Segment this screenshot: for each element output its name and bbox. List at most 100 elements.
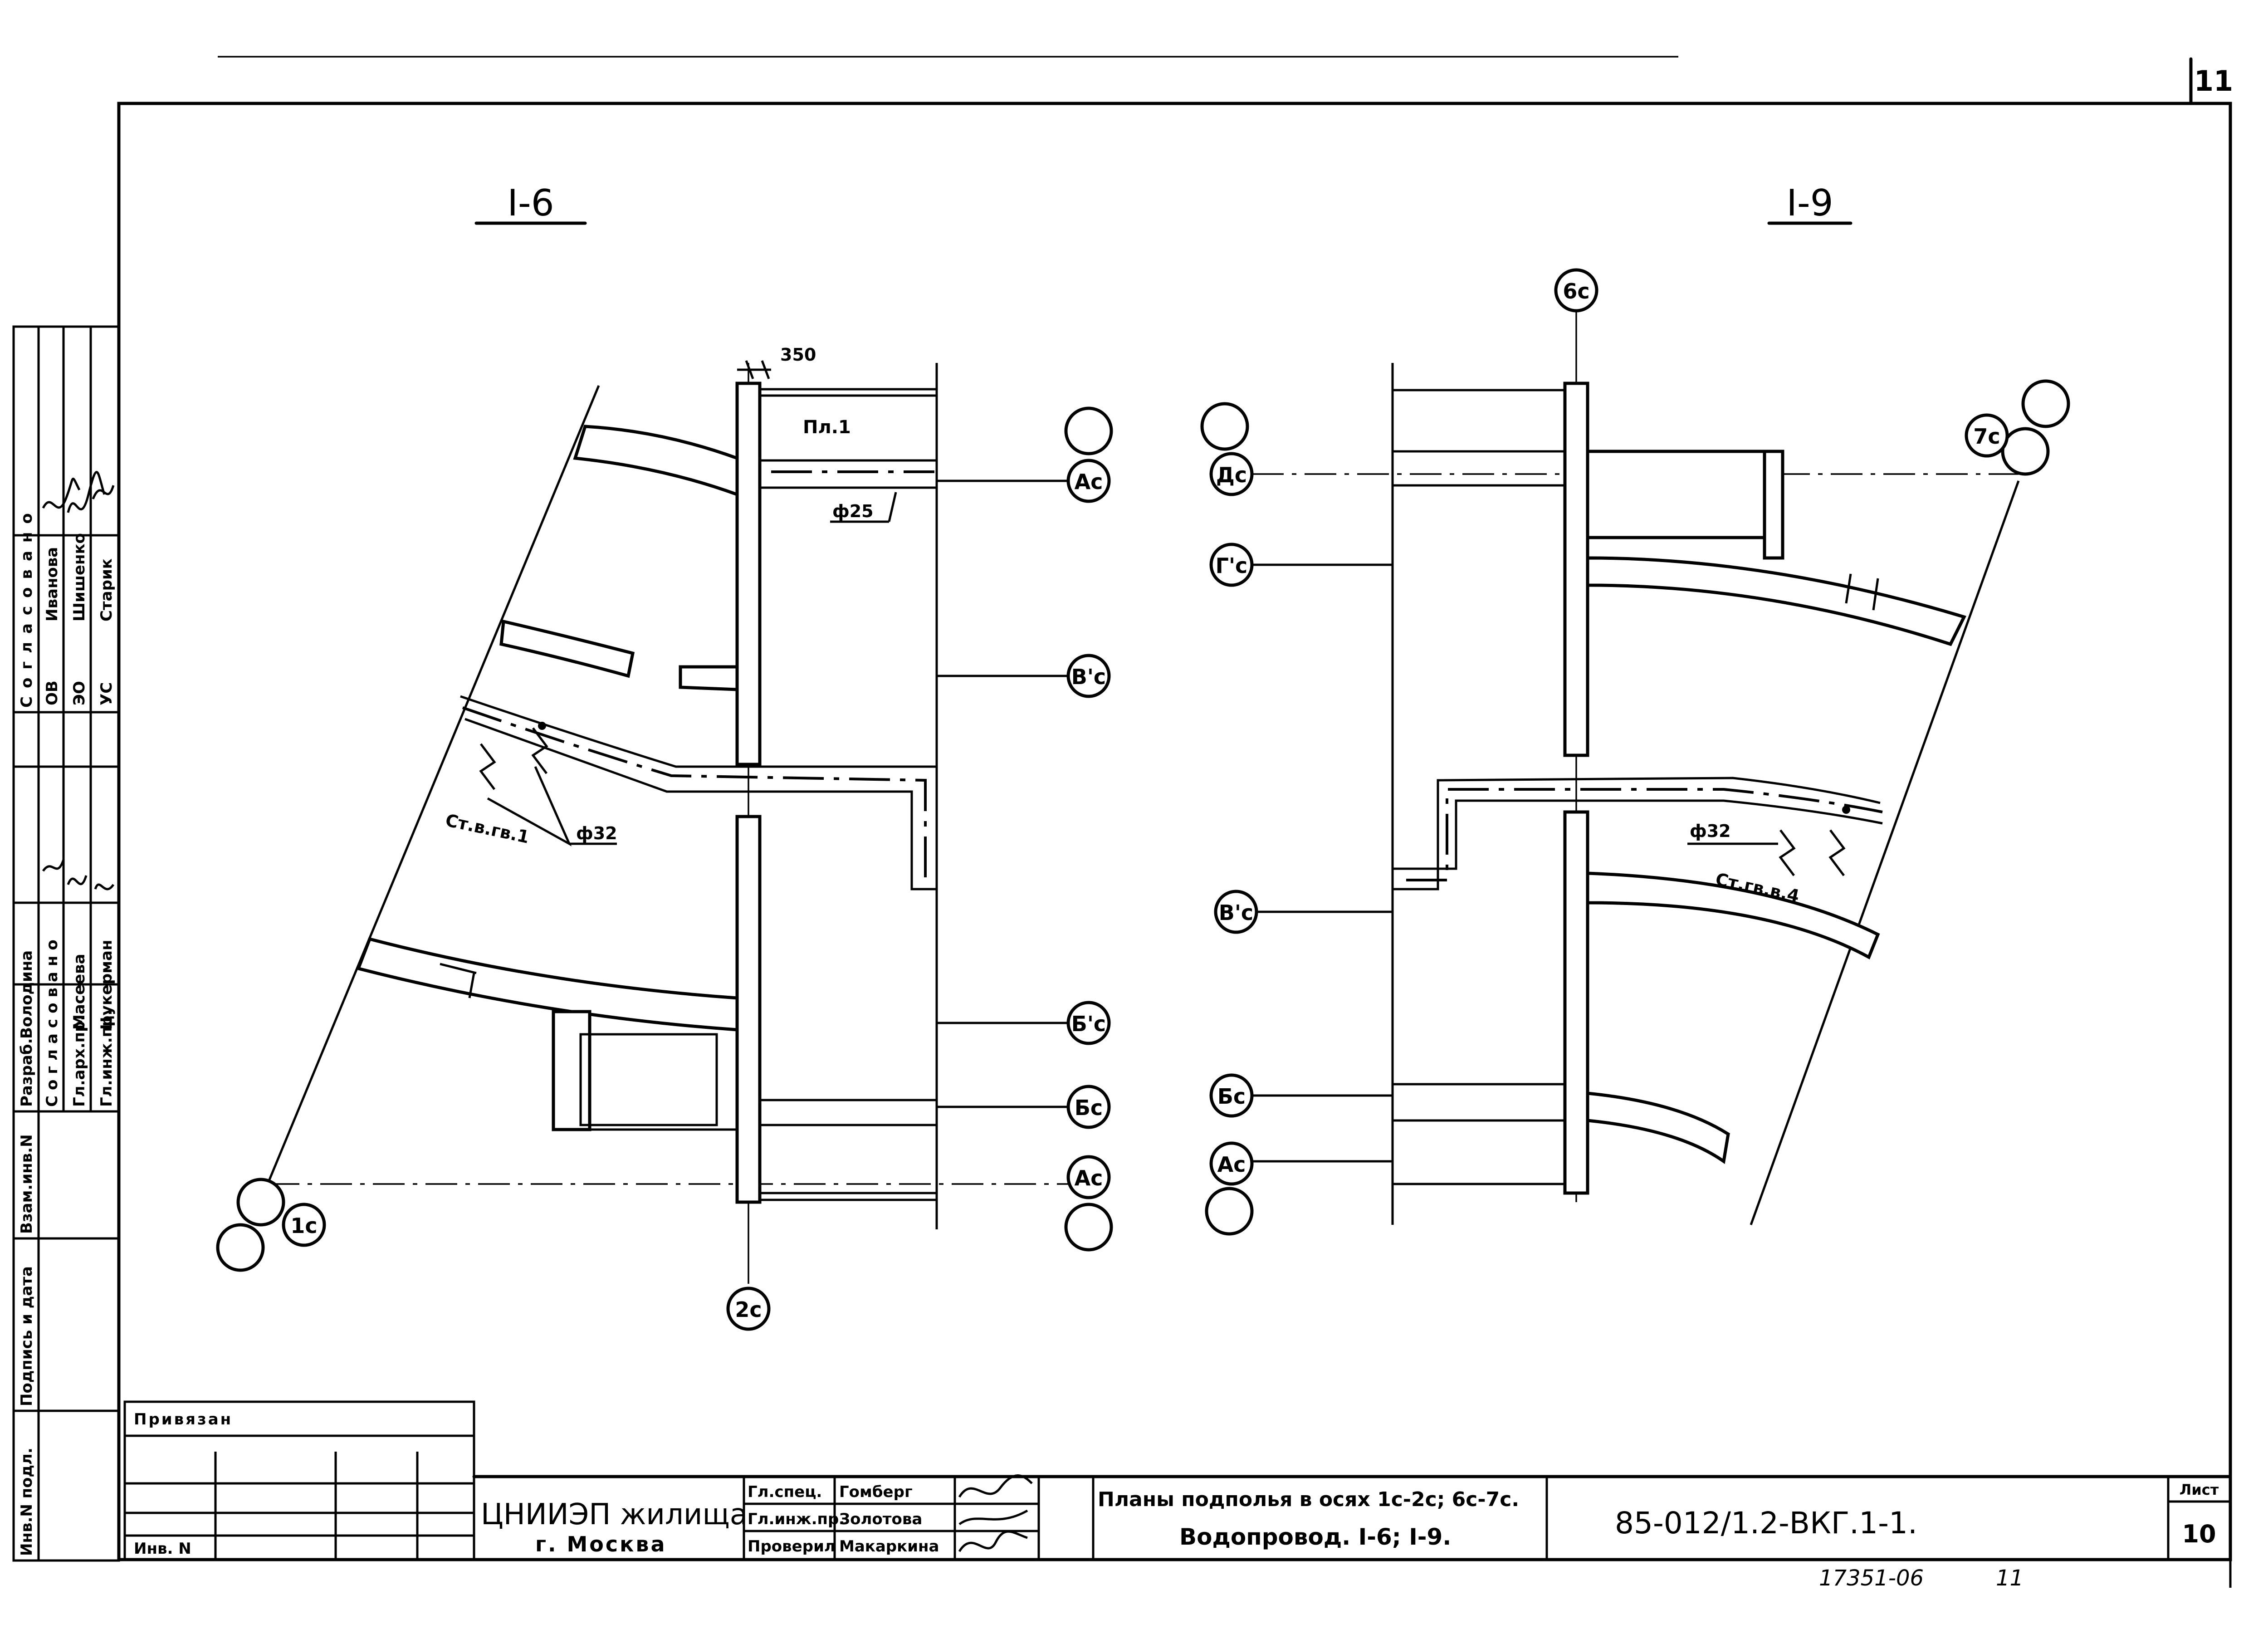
plan-i-6-title: I-6 — [507, 182, 554, 224]
role-gl-inzh: Гл.инж.пр. — [748, 1510, 845, 1528]
room-top-right — [1586, 450, 1766, 539]
curved-wall-top — [573, 425, 739, 497]
axis-bubble-Ac-bottom-left — [1066, 1155, 1111, 1199]
axis-label-Bprime-left: Б'с — [1071, 1012, 1106, 1036]
axis-bubble-7c — [1965, 413, 2009, 458]
stamp-name-tsukerman: Цукерман — [98, 940, 116, 1030]
podpis-data-label: Подпись и дата — [18, 1266, 36, 1406]
axis-label-Bc-right: Бс — [1217, 1084, 1246, 1109]
axis-label-Vc-left: В'с — [1071, 665, 1106, 689]
org-city: г. Москва — [535, 1532, 667, 1556]
razrab-name: Володина — [18, 950, 36, 1039]
partition-stub-1 — [499, 619, 635, 678]
pipe-diameter-d25: ф25 — [832, 501, 874, 521]
name-zolotova: Золотова — [839, 1510, 922, 1528]
axis-label-7c: 7с — [1973, 424, 2000, 449]
privyazan-block: Привязан Инв. N — [123, 1400, 475, 1561]
axis-bubble-Bc-right — [1209, 1073, 1254, 1118]
pipe-route-left-2 — [464, 718, 937, 890]
stamp-name-maseeva: Масеева — [70, 954, 88, 1030]
axis-label-Ac-top-left: Ас — [1075, 470, 1103, 494]
room-bottom — [579, 1033, 718, 1126]
curved-wall-top-right — [1586, 556, 1966, 646]
riser-circle-1c-a — [236, 1178, 285, 1227]
soglasovano-top-label: Согласовано — [18, 505, 36, 708]
room-top-right-side — [1763, 450, 1784, 560]
axis-bubble-Bprime-left — [1066, 1001, 1111, 1045]
axis-label-Ac-right: Ас — [1217, 1152, 1246, 1177]
stamp-code-us: УС — [98, 682, 116, 705]
axis-bubble-Bc-left — [1066, 1085, 1111, 1129]
plan-i-9-title: I-9 — [1786, 182, 1833, 224]
org-name: ЦНИИЭП жилища — [481, 1498, 748, 1531]
archive-number: 17351-06 — [1819, 1566, 1924, 1591]
sheet-no-label: Лист — [2180, 1481, 2219, 1498]
pipe-route-right-1 — [1406, 788, 1883, 881]
inv-no-label: Инв. N — [134, 1540, 191, 1558]
axis-label-Dc: Дс — [1216, 463, 1247, 487]
drawing-title-line1: Планы подполья в осях 1с-2с; 6с-7с. — [1098, 1488, 1519, 1511]
privyazan-label: Привязан — [134, 1410, 233, 1429]
valve-symbols-right — [1779, 829, 1846, 876]
signature-marks-top — [42, 471, 115, 513]
pipe-route-right-2 — [1393, 777, 1881, 890]
corridor-wall-lower-right — [1563, 810, 1589, 1195]
room-label-pl1: Пл.1 — [803, 417, 851, 438]
corridor-wall-lower — [735, 815, 762, 1204]
axis-label-Bc-left: Бс — [1075, 1096, 1103, 1120]
stamp-code-ov: ОВ — [43, 680, 61, 705]
sheet-no: 10 — [2182, 1520, 2216, 1548]
side-stamp-frame — [12, 325, 120, 1562]
sheet-number: 11 — [2194, 64, 2233, 98]
vzam-inv-label: Взам.инв.N — [18, 1134, 36, 1234]
stamp-name-starik: Старик — [98, 558, 116, 621]
side-stamp: Согласовано ОВ ЭО УС Иванова Шишенко Ста… — [12, 325, 120, 1562]
axis-label-2c: 2с — [735, 1297, 762, 1322]
stamp-name-ivanova: Иванова — [43, 547, 61, 621]
title-signatures — [958, 1474, 1033, 1552]
drawing-title-line2: Водопровод. I-6; I-9. — [1179, 1524, 1451, 1550]
plan-i-9: I-9 ф32 Ст.гв.в.4 Дс — [1200, 182, 2070, 1236]
radial-line-7c — [1750, 480, 2020, 1225]
riser-circle-bottom-right — [1205, 1187, 1254, 1236]
corridor-wall-upper-right — [1563, 382, 1589, 757]
riser-circle-bottom-left — [1064, 1203, 1113, 1252]
riser-circle-top-right — [1200, 402, 1249, 451]
axis-bubble-1c — [282, 1203, 326, 1247]
pipe-route-left-1 — [462, 706, 927, 885]
riser-circle-1c-b — [216, 1223, 265, 1272]
partition-stub-2 — [679, 665, 739, 691]
riser-circle-7c-a — [2021, 379, 2070, 428]
axis-bubble-Gc — [1209, 543, 1254, 587]
axis-bubble-2c — [726, 1287, 771, 1331]
title-block: ЦНИИЭП жилища г. Москва Гл.спец. Гл.инж.… — [472, 1474, 2232, 1560]
dimension-350: 350 — [780, 345, 816, 365]
stamp-code-eo: ЭО — [70, 681, 88, 705]
axis-label-Gc: Г'с — [1216, 553, 1248, 578]
curved-wall-bottom — [356, 937, 739, 1032]
plan-i-6: I-6 — [216, 182, 1113, 1331]
axis-bubble-Dc — [1209, 452, 1254, 496]
pipe-diameter-d32-left: ф32 — [576, 823, 617, 843]
privyazan-frame — [123, 1400, 475, 1561]
stamp-role-gl-inzh: Гл.инж.пр. — [98, 1010, 116, 1107]
curved-wall-bottom-right — [1586, 871, 1880, 959]
role-gl-spec: Гл.спец. — [748, 1483, 822, 1501]
axis-bubble-Ac-top-left — [1066, 459, 1111, 503]
axis-label-1c: 1с — [290, 1213, 317, 1238]
room-bottom-wall — [552, 1010, 591, 1131]
radial-line-1c — [266, 385, 600, 1184]
drawing-frame — [117, 102, 2232, 1561]
inv-podl-label: Инв.N подл. — [18, 1448, 36, 1556]
valve-symbols-left — [479, 727, 548, 790]
curved-wall-lower-right — [1586, 1091, 1730, 1164]
axis-label-Vc-right: В'с — [1219, 900, 1253, 925]
pipe-route-right-3 — [1393, 799, 1883, 870]
role-proveril: Проверил — [748, 1537, 836, 1556]
stamp-name-shishenko: Шишенко — [70, 533, 88, 621]
riser-point-left — [538, 722, 546, 730]
doc-code: 85-012/1.2-ВКГ.1-1. — [1615, 1506, 1917, 1541]
corridor-wall-upper — [735, 382, 762, 766]
archive-sheet: 11 — [1996, 1566, 2024, 1591]
